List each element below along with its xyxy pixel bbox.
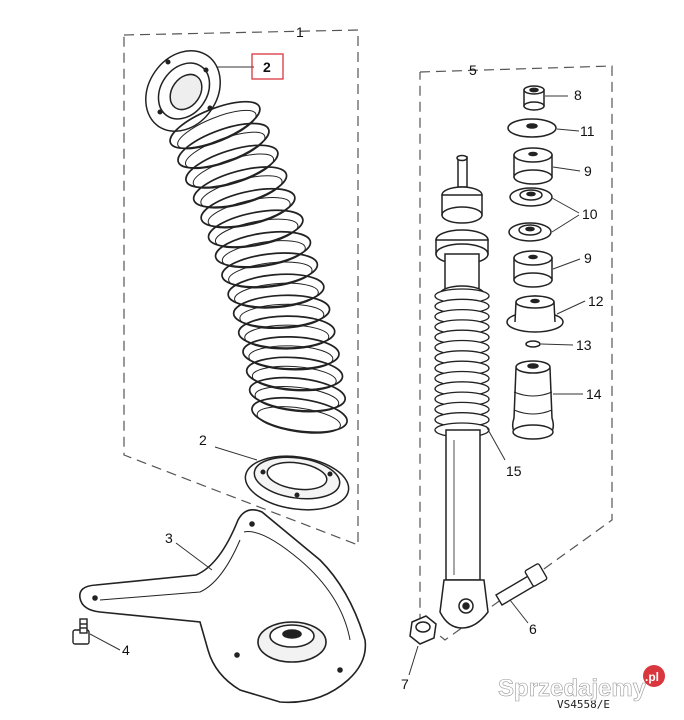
- callout-10: 10: [582, 206, 598, 222]
- spring-coil-turn: [207, 209, 304, 248]
- callout-5: 5: [469, 62, 477, 78]
- bolt-4: [72, 618, 90, 645]
- callout-2-bottom: 2: [199, 432, 207, 448]
- spring-coil-turn: [254, 386, 340, 413]
- watermark-text: Sprzedajemy: [498, 675, 647, 702]
- watermark-suffix: .pl: [645, 670, 659, 684]
- callout-9-bottom: 9: [584, 250, 592, 266]
- spring-coil-turn: [192, 166, 288, 209]
- spring-coil-turn: [169, 100, 261, 150]
- spring-coil-turn: [185, 144, 279, 189]
- coil-spring: [169, 100, 348, 434]
- spring-coil-turn: [200, 187, 296, 228]
- o-ring-13: [525, 340, 541, 348]
- rubber-bush-9-bottom: [513, 250, 553, 288]
- spring-coil-turn: [239, 303, 325, 330]
- spring-coil-turn: [184, 131, 266, 170]
- reference-code: VS4558/E: [557, 698, 610, 711]
- spring-coil-turn: [242, 336, 340, 370]
- spring-coil-turn: [207, 197, 291, 229]
- spring-coil-turn: [192, 153, 275, 189]
- spring-coil-turn: [221, 252, 319, 288]
- spring-coil-turn: [200, 175, 283, 209]
- washer-11: [507, 118, 557, 138]
- callout-11: 11: [580, 123, 595, 139]
- spring-seat-bottom: [244, 455, 350, 511]
- callout-15: 15: [506, 463, 522, 479]
- spring-coil-turn: [234, 282, 319, 309]
- spring-coil-turn: [177, 122, 270, 169]
- callout-13: 13: [576, 337, 592, 353]
- spring-coil-turn: [232, 294, 331, 329]
- spring-coil-turn: [177, 109, 257, 150]
- callout-3: 3: [165, 530, 173, 546]
- group-outline-spring-set: [123, 29, 359, 546]
- spring-coil-turn: [248, 345, 334, 371]
- bolt-6: [495, 563, 548, 606]
- callout-4: 4: [122, 642, 130, 658]
- callout-1: 1: [296, 24, 304, 40]
- lower-wishbone-arm: [79, 509, 367, 704]
- callout-9-top: 9: [584, 163, 592, 179]
- bump-stop-14: [511, 360, 555, 440]
- bump-stop-8: [523, 85, 545, 111]
- dust-boot-bellows: [434, 288, 490, 438]
- spring-coil-turn: [256, 406, 341, 434]
- spring-coil-turn: [244, 324, 330, 350]
- leader-lines: [89, 66, 586, 676]
- cup-washer-10-lower: [508, 222, 552, 242]
- spring-coil-turn: [228, 261, 313, 289]
- callout-14: 14: [586, 386, 602, 402]
- callout-7: 7: [401, 676, 409, 692]
- spring-coil-turn: [251, 365, 337, 392]
- cup-washer-10-upper: [509, 187, 553, 207]
- spring-coil-turn: [245, 356, 344, 391]
- spring-coil-turn: [251, 396, 348, 434]
- group-outline-damper-set: [419, 65, 613, 641]
- spring-coil-turn: [214, 230, 312, 268]
- callout-2-top: 2: [263, 59, 271, 75]
- callout-8: 8: [574, 87, 582, 103]
- callout-12: 12: [588, 293, 604, 309]
- watermark: Sprzedajemy .pl: [498, 665, 665, 702]
- spring-coil-turn: [214, 218, 299, 249]
- spring-coil-turn: [227, 273, 325, 309]
- spring-seat-top: [145, 49, 221, 133]
- watermark-badge: [643, 665, 665, 687]
- nut-7: [409, 615, 437, 645]
- callout-6: 6: [529, 621, 537, 637]
- callout-labels: 1 2 2 3 4 5 6 7 8 11 9 10 9 12 13 14 15: [122, 24, 604, 692]
- spring-coil-turn: [221, 240, 306, 269]
- shock-absorber: [434, 154, 490, 629]
- top-mount-12: [506, 295, 564, 333]
- rubber-bush-9-top: [513, 147, 553, 185]
- spring-coil-turn: [237, 315, 336, 349]
- spring-coil-turn: [248, 376, 347, 412]
- callout-2-highlight-box: [251, 53, 284, 80]
